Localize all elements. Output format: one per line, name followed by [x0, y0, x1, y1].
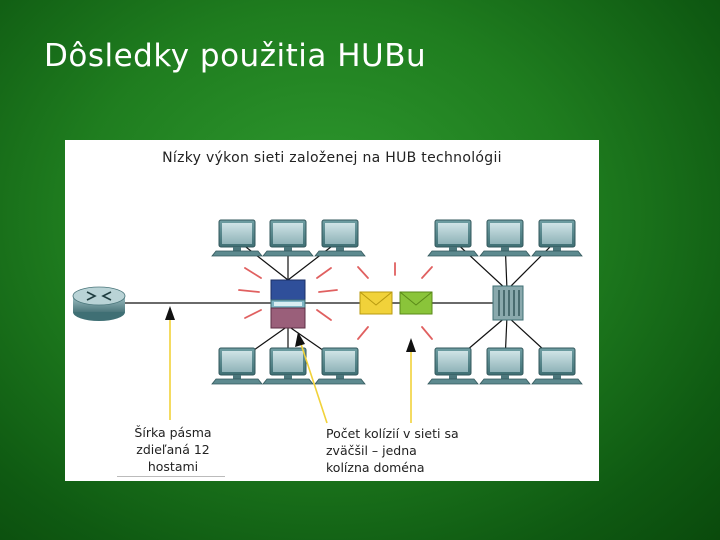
slide-title: Dôsledky použitia HUBu — [44, 38, 427, 74]
bandwidth-note-line: zdieľaná 12 — [136, 442, 210, 457]
pc-icon — [314, 347, 366, 385]
pc-icon — [531, 219, 583, 257]
diagram-caption: Nízky výkon sieti založenej na HUB techn… — [162, 150, 502, 166]
pc-icon — [211, 219, 263, 257]
bandwidth-arrow — [165, 306, 175, 420]
left-hub-cables — [123, 239, 493, 363]
pc-icon — [479, 347, 531, 385]
hub-icon — [270, 279, 306, 329]
collision-burst-lines — [238, 262, 433, 340]
router-icon — [72, 286, 126, 321]
pc-icon — [262, 347, 314, 385]
pc-icon — [531, 347, 583, 385]
pc-icon — [262, 219, 314, 257]
network-diagram — [72, 219, 583, 424]
bandwidth-note: Šírka pásma zdieľaná 12 hostami — [117, 424, 229, 475]
pc-icon — [211, 347, 263, 385]
bandwidth-note-line: Šírka pásma — [134, 425, 212, 440]
green-packet-icon — [399, 291, 433, 315]
pc-icon — [479, 219, 531, 257]
collision-note-line: Počet kolízií v sieti sa — [326, 426, 459, 441]
network-diagram-panel: Nízky výkon sieti založenej na HUB techn… — [65, 140, 599, 481]
collision-note: Počet kolízií v sieti sa zväčšil – jedna… — [326, 425, 496, 476]
pc-icon — [314, 219, 366, 257]
switch-icon — [492, 285, 524, 321]
yellow-packet-icon — [359, 291, 393, 315]
pc-icon — [427, 219, 479, 257]
bandwidth-note-line: hostami — [147, 459, 199, 474]
collision-arrow — [295, 332, 416, 424]
note-divider — [117, 476, 225, 477]
pc-icon — [427, 347, 479, 385]
collision-note-line: zväčšil – jedna — [326, 443, 417, 458]
collision-note-line: kolízna doména — [326, 460, 425, 475]
